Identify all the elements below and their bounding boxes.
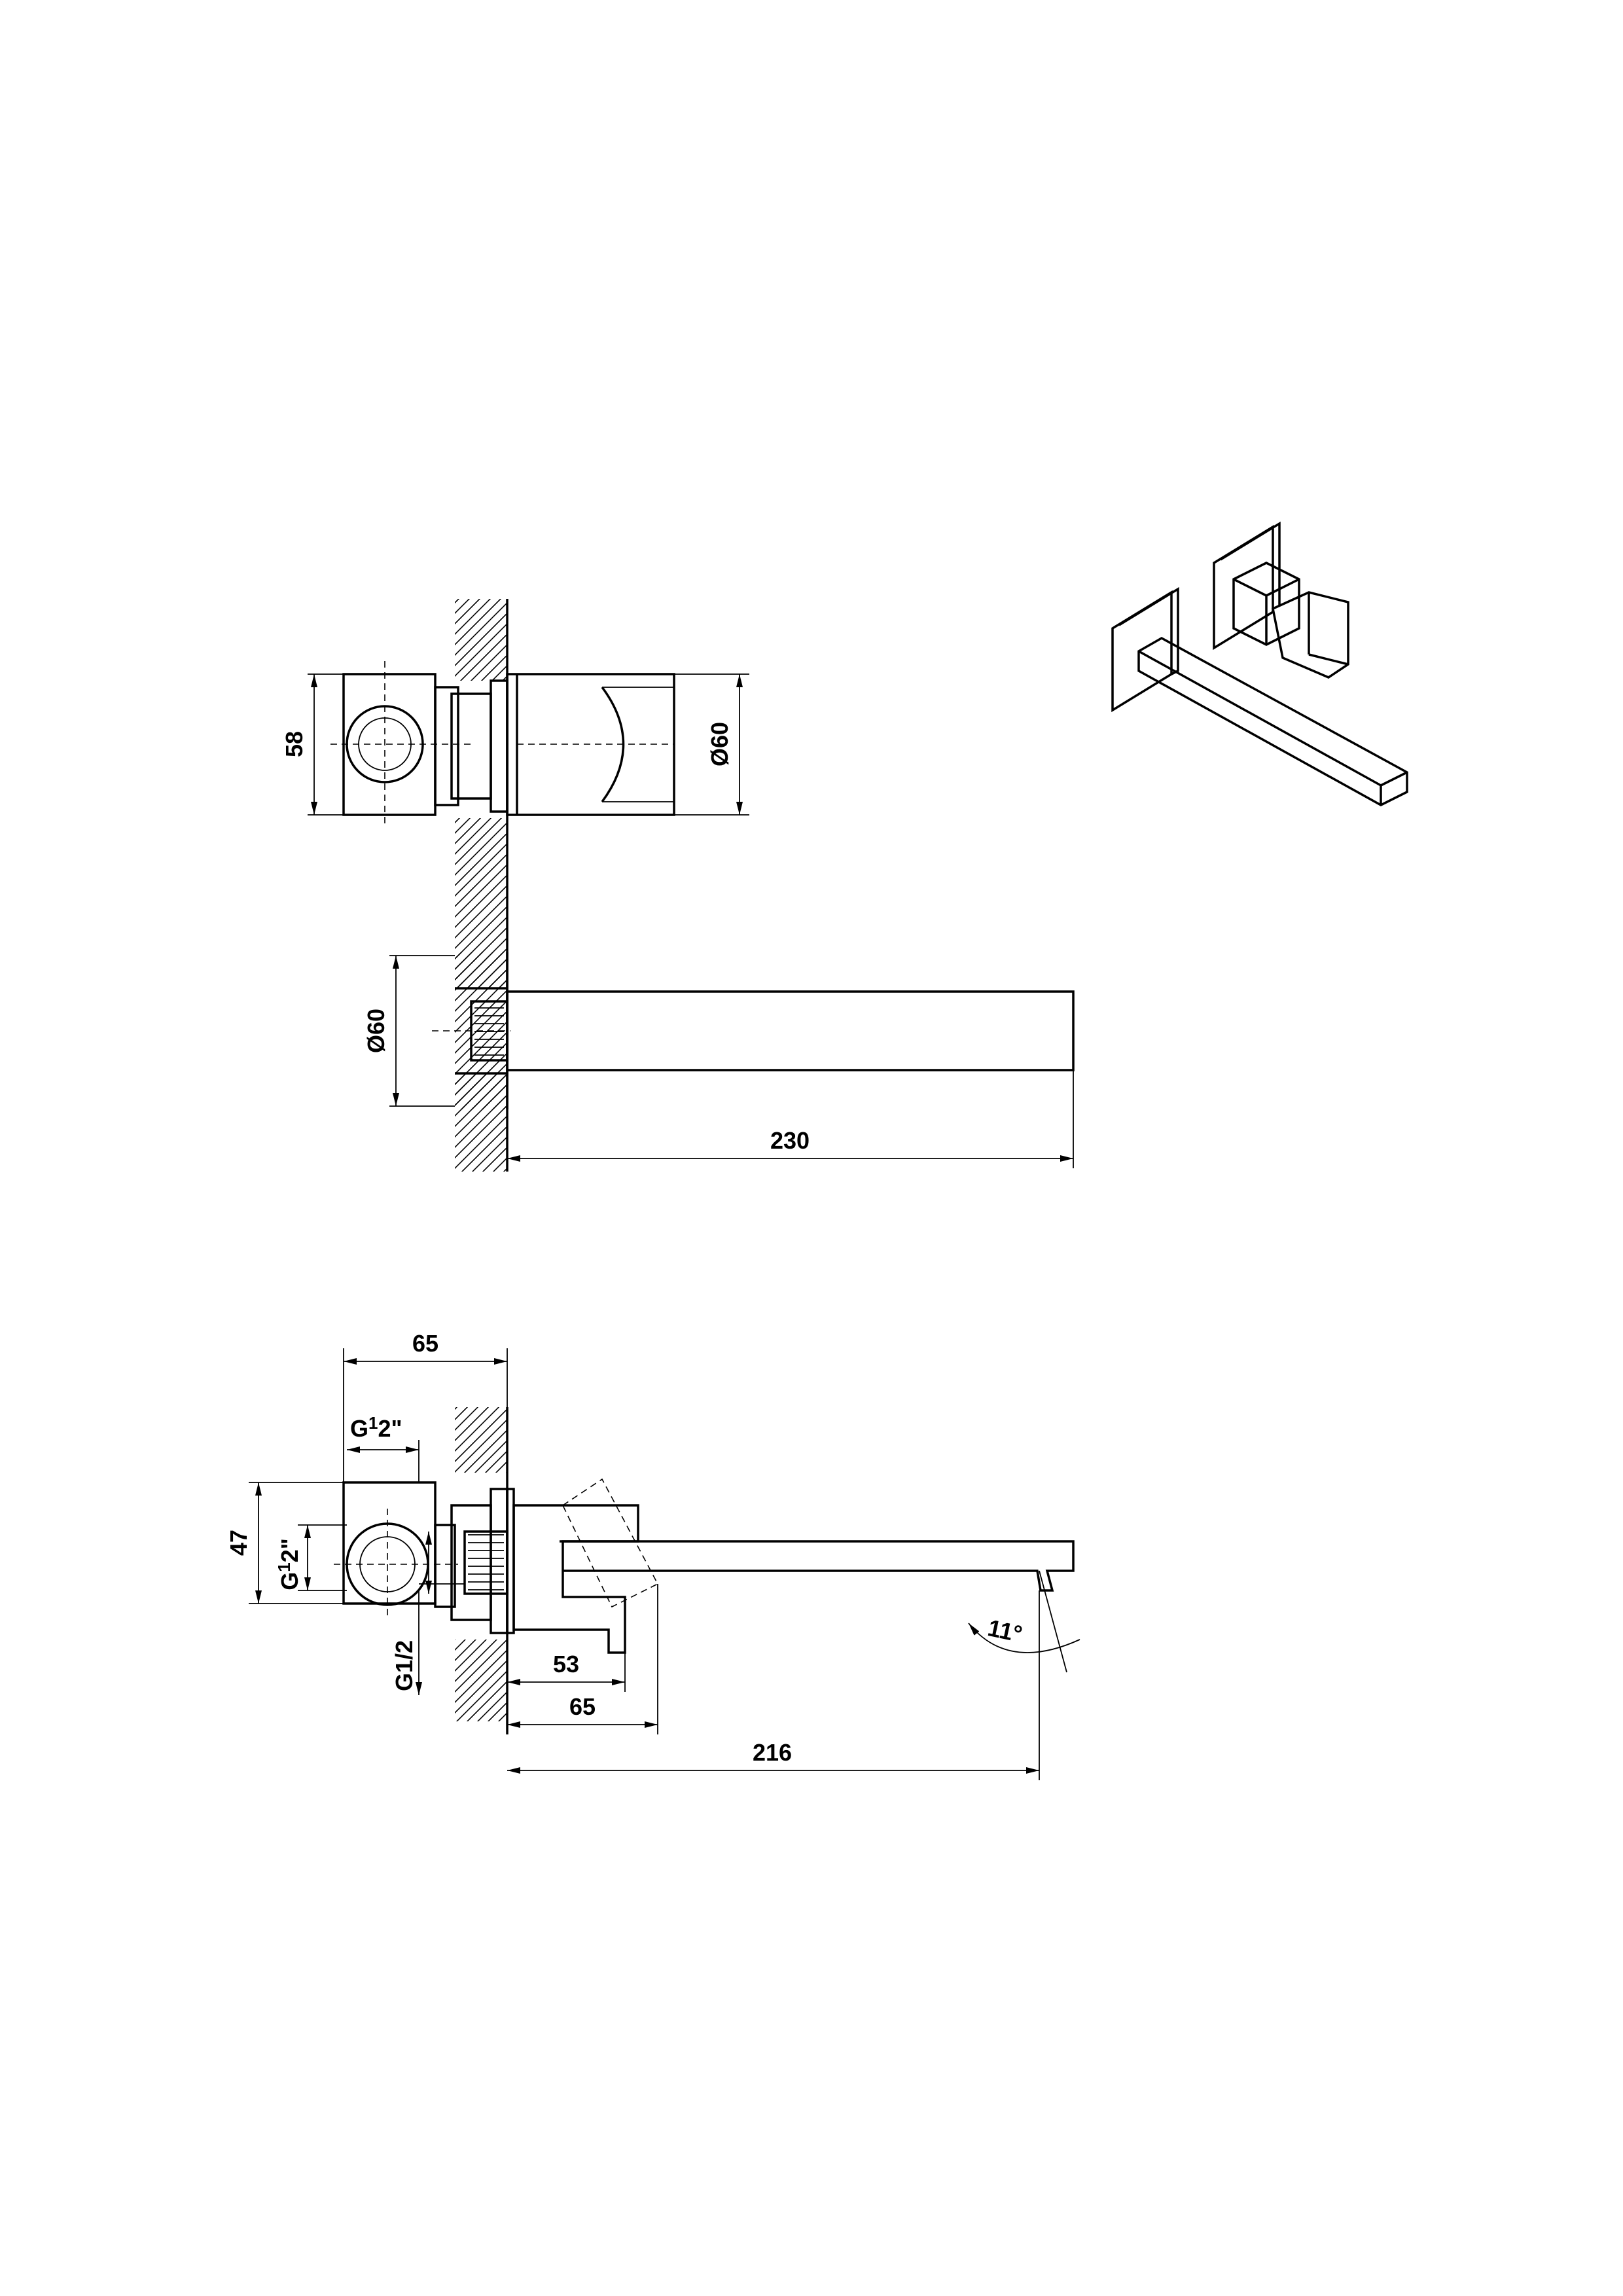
dim-thread-bottom: G1/2 [391, 1640, 418, 1691]
threaded-nipple [463, 1530, 508, 1595]
dim-65-bottom: 65 [569, 1693, 596, 1720]
wall-hatch-plan-lower [455, 1073, 507, 1109]
dim-thread-top: G12" [350, 1413, 402, 1442]
spout-side [560, 1540, 1075, 1592]
dim-58: 58 [281, 731, 308, 757]
spout-plan [506, 990, 1075, 1071]
dim-angle-11: 11° [986, 1614, 1025, 1647]
isometric-view [1111, 521, 1408, 806]
dim-thread-left: G12" [274, 1538, 303, 1590]
wall-hatch-side-lower [455, 1640, 507, 1721]
front-view: 58 Ø60 [281, 599, 749, 1172]
dim-plan-dia-60: Ø60 [363, 1009, 389, 1053]
lever-handle-rotated [562, 1478, 659, 1608]
iso-handle [1232, 562, 1300, 646]
wall-hatch-lower [455, 818, 507, 1172]
dim-216: 216 [753, 1739, 792, 1766]
dim-front-dia-60: Ø60 [706, 722, 733, 766]
iso-spout [1137, 636, 1408, 806]
wall-hatch-upper [455, 599, 507, 681]
dim-53: 53 [553, 1651, 579, 1677]
wall-hatch-plan-upper [455, 952, 507, 988]
dim-47: 47 [225, 1530, 252, 1556]
dim-230: 230 [770, 1127, 810, 1154]
side-view: 65 G12" 47 G12" G1/2 53 65 [225, 1330, 1080, 1780]
wall-hatch-side-upper [455, 1407, 507, 1473]
plan-view: Ø60 230 [363, 952, 1075, 1168]
lever-handle [512, 1504, 639, 1654]
dim-65-top: 65 [412, 1330, 438, 1357]
